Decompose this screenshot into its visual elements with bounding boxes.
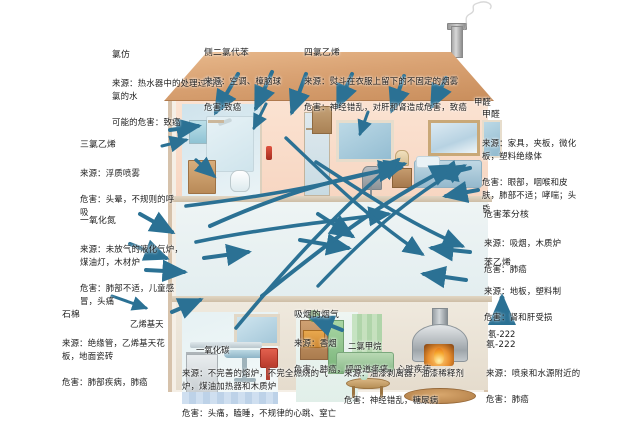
annotation-title: 四氯乙烯 [304,48,340,59]
annotation-asbestos: 石棉 来源：绝缘管，乙烯基天花板，地面瓷砖 危害：肺部疾病，肺癌 [62,296,174,403]
pillow [416,156,440,168]
bathroom-shelf [208,120,224,123]
annotation-source: 来源：空调、樟脑球 [204,75,282,86]
wall-painting [428,120,480,156]
floor-lamp [362,166,382,190]
annotation-title: 甲醛 [482,110,500,121]
annotation-source: 来源：绝缘管，乙烯基天花板，地面瓷砖 [62,337,165,361]
annotation-harm: 危害：头痛，瞌睡，不规律的心跳、窒亡 [182,407,337,418]
annotation-title: 危害苯分核 [484,210,529,221]
annotation-harm: 危害：肺癌，呼吸道疼痛，心脏疾病 [294,364,432,375]
floor-lamp-pole [370,184,372,196]
annotation-radon-222: 氡-222 来源：喷泉和水源附近的 危害：肺癌 [486,326,610,419]
toilet [230,170,250,192]
dining-chair-leg [266,366,270,380]
annotation-title: 侧二氯代苯 [204,48,249,59]
kitchen-counter [190,342,262,348]
annotation-title: 石棉 [62,310,80,321]
table-lamp [395,150,409,166]
label-formaldehyde-inline: 甲醛 [474,97,491,107]
chimney-smoke [463,1,492,31]
fireplace-hearth [404,388,476,404]
gas-stove [186,354,218,396]
annotation-title: 苯乙烯 [484,258,511,269]
annotation-title: 氯仿 [112,50,130,61]
annotation-source: 来源：热水器中的处理过的含氯的水 [112,77,224,101]
kitchen-floor-tiles [182,392,278,404]
annotation-dichloromethane: 来源：油漆剥离器，油漆稀释剂 危害：神经错乱，糖尿病 [344,354,496,420]
annotation-source: 来源：地板，塑料制 [484,285,562,296]
annotation-harm: 危害：肾和肝受损 [484,312,553,323]
coffee-table-leg-left [352,386,355,398]
annotation-source: 来源：不完善的熔炉，不完全燃烧的气炉，煤油加热器和木质炉 [182,368,328,392]
annotation-harm: 危害：神经错乱，对肝和肾造成危害，致癌 [304,102,467,113]
annotation-title: 吸烟的烟气 [294,310,339,321]
dining-table-leg [242,358,247,380]
annotation-harm: 危害：肺癌 [486,394,529,405]
annotation-harm: 危害：眼部，咽喉和皮肤，肺部不适；哮喘；头昏 [482,177,577,214]
annotation-harm: 可能的危害：致癌 [112,117,181,128]
annotation-source: 来源：浮质喷雾 [80,167,141,178]
annotation-source: 来源：未放气的液化气炉，煤油灯，木材炉 [80,243,183,267]
bookshelf [312,106,332,134]
annotation-source: 来源：家具，夹板，微化板，塑料绝缘体 [482,137,577,161]
annotation-harm: 危害：头晕，不规则的呼吸 [80,194,175,218]
chimney [451,26,463,58]
nightstand [392,168,412,188]
annotation-styrene: 苯乙烯 来源：地板，塑料制 危害：肾和肝受损 [484,244,590,337]
fire-extinguisher [266,146,272,160]
annotation-source: 来源：吸烟，木质炉 [484,237,562,248]
floor-main [176,202,488,404]
annotation-source: 来源：熨斗在衣服上留下的不固定的烟雾 [304,75,459,86]
annotation-harm: 危害：肺癌 [484,264,527,275]
annotation-source: 来源：香烟 [294,337,337,348]
annotation-source: 来源：喷泉和水源附近的 [486,367,581,378]
label-carbon-monoxide-inline: 一氧化碳 [196,345,230,355]
annotation-formaldehyde: 甲醛 来源：家具，夹板，微化板，塑料绝缘体 危害：眼部，咽喉和皮肤，肺部不适；哮… [482,96,580,229]
annotation-title: 三氯乙烯 [80,140,116,151]
right-window-upper [482,120,502,158]
coffee-table [346,378,390,389]
label-vinyl-ceiling: 乙烯基天 [130,319,164,329]
annotation-benzene: 危害苯分核 来源：吸烟，木质炉 危害：肺癌 [484,196,590,289]
annotation-harm: 危害:致癌 [204,102,242,113]
annotation-chloroform: 氯仿 来源：热水器中的处理过的含氯的水 可能的危害：致癌 [112,36,228,143]
annotation-trichloroethylene: 三氯乙烯 来源：浮质喷雾 危害：头晕，不规则的呼吸 [80,126,176,233]
annotation-paradichlorobenzene: 侧二氯代苯 来源：空调、樟脑球 危害:致癌 [204,34,300,127]
dining-table-base [234,378,256,382]
bathroom-vanity [188,160,216,194]
annotation-tetrachloroethylene: 四氯乙烯 来源：熨斗在衣服上留下的不固定的烟雾 危害：神经错乱，对肝和肾造成危害… [304,34,500,127]
annotation-carbon-monoxide: 来源：不完善的熔炉，不完全燃烧的气炉，煤油加热器和木质炉 危害：头痛，瞌睡，不规… [182,354,338,431]
floor-slab-upper [172,196,492,202]
label-radon-inline: 氡-222 [488,329,516,339]
fire-flame [434,348,444,364]
annotation-harm: 危害：神经错乱，糖尿病 [344,394,439,405]
annotation-source: 来源：油漆剥离器，油漆稀释剂 [344,368,465,379]
annotation-harm: 危害：肺部疾病，肺癌 [62,377,148,388]
annotation-harm: 危害：肺部不适，儿童感冒，头痛 [80,283,175,307]
coffee-table-leg-right [380,386,383,398]
annotation-title: 氡-222 [486,340,516,351]
label-dichloromethane-inline: 二氯甲烷 [348,341,382,351]
dining-table [224,350,268,358]
drinking-glass [360,370,368,380]
annotation-title: 一氧化氮 [80,216,116,227]
